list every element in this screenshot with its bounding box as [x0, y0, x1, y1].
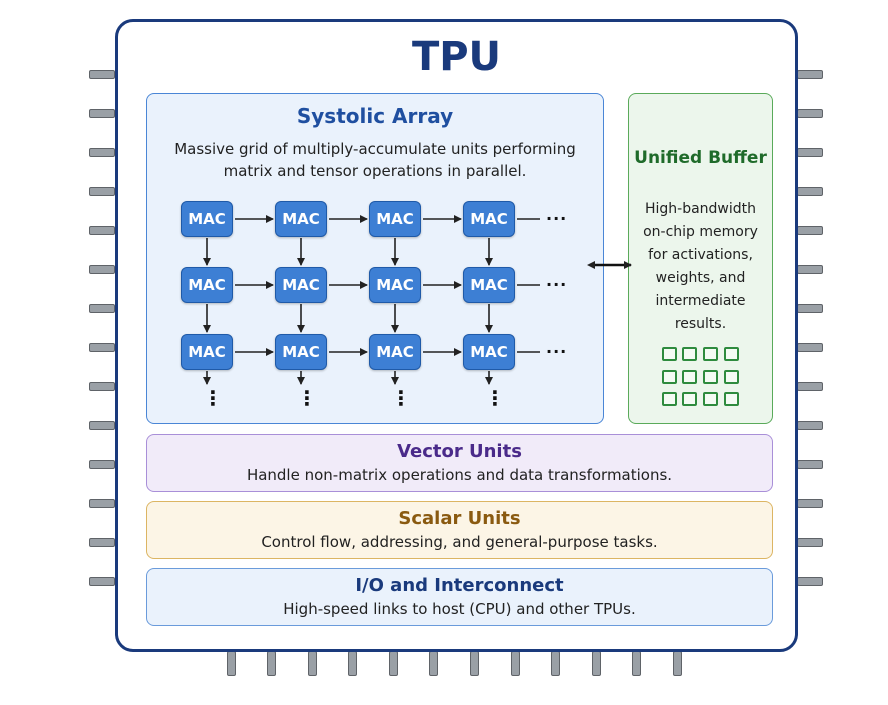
column-continuation: ⋮ [485, 388, 505, 408]
buffer-description-line: on-chip memory [643, 224, 758, 240]
mac-unit: MAC [181, 267, 233, 303]
buffer-description-line: weights, and [655, 270, 746, 286]
memory-cell [682, 370, 697, 384]
vector-units-panel [146, 434, 773, 492]
memory-cell [662, 370, 677, 384]
vector-units-description: Handle non-matrix operations and data tr… [246, 466, 673, 484]
unified-buffer-panel [628, 93, 773, 424]
memory-cell [662, 347, 677, 361]
memory-cell [724, 370, 739, 384]
mac-unit: MAC [181, 201, 233, 237]
chip-pin-left [89, 70, 115, 79]
chip-pin-left [89, 460, 115, 469]
chip-pin-left [89, 421, 115, 430]
systolic-array-title: Systolic Array [296, 104, 454, 128]
chip-pin-left [89, 187, 115, 196]
chip-pin-left [89, 226, 115, 235]
memory-cell [703, 370, 718, 384]
mac-unit: MAC [275, 201, 327, 237]
column-continuation: ⋮ [297, 388, 317, 408]
mac-unit: MAC [463, 201, 515, 237]
memory-cell [682, 392, 697, 406]
mac-unit: MAC [369, 334, 421, 370]
memory-cell [682, 347, 697, 361]
buffer-description-line: intermediate [655, 293, 746, 309]
scalar-units-panel [146, 501, 773, 559]
chip-pin-left [89, 538, 115, 547]
mac-unit: MAC [369, 201, 421, 237]
unified-buffer-description: High-bandwidth on-chip memory for activa… [628, 198, 773, 336]
row-continuation: ··· [546, 342, 568, 361]
chip-pin-left [89, 343, 115, 352]
row-continuation: ··· [546, 275, 568, 294]
io-interconnect-description: High-speed links to host (CPU) and other… [283, 600, 636, 618]
chip-title: TPU [411, 34, 502, 80]
memory-cell [724, 347, 739, 361]
chip-pin-left [89, 499, 115, 508]
buffer-description-line: results. [674, 316, 727, 332]
io-interconnect-title: I/O and Interconnect [355, 575, 564, 596]
chip-pin-left [89, 148, 115, 157]
mac-unit: MAC [463, 334, 515, 370]
vector-units-title: Vector Units [397, 441, 522, 462]
chip-pin-left [89, 577, 115, 586]
unified-buffer-title: Unified Buffer [634, 148, 767, 168]
systolic-description-line-2: matrix and tensor operations in parallel… [223, 162, 527, 180]
io-interconnect-panel [146, 568, 773, 626]
row-continuation: ··· [546, 209, 568, 228]
column-continuation: ⋮ [391, 388, 411, 408]
mac-unit: MAC [369, 267, 421, 303]
mac-unit: MAC [463, 267, 515, 303]
scalar-units-description: Control flow, addressing, and general-pu… [261, 533, 658, 551]
memory-cell [703, 392, 718, 406]
scalar-units-title: Scalar Units [398, 508, 521, 529]
chip-pin-left [89, 304, 115, 313]
mac-unit: MAC [275, 334, 327, 370]
chip-pin-left [89, 109, 115, 118]
mac-unit: MAC [181, 334, 233, 370]
chip-pin-left [89, 265, 115, 274]
column-continuation: ⋮ [203, 388, 223, 408]
memory-cell [662, 392, 677, 406]
memory-cell [724, 392, 739, 406]
chip-pin-left [89, 382, 115, 391]
buffer-description-line: High-bandwidth [644, 201, 757, 217]
memory-cell [703, 347, 718, 361]
systolic-array-description: Massive grid of multiply-accumulate unit… [146, 138, 604, 182]
systolic-description-line-1: Massive grid of multiply-accumulate unit… [174, 140, 576, 158]
mac-unit: MAC [275, 267, 327, 303]
buffer-description-line: for activations, [648, 247, 753, 263]
